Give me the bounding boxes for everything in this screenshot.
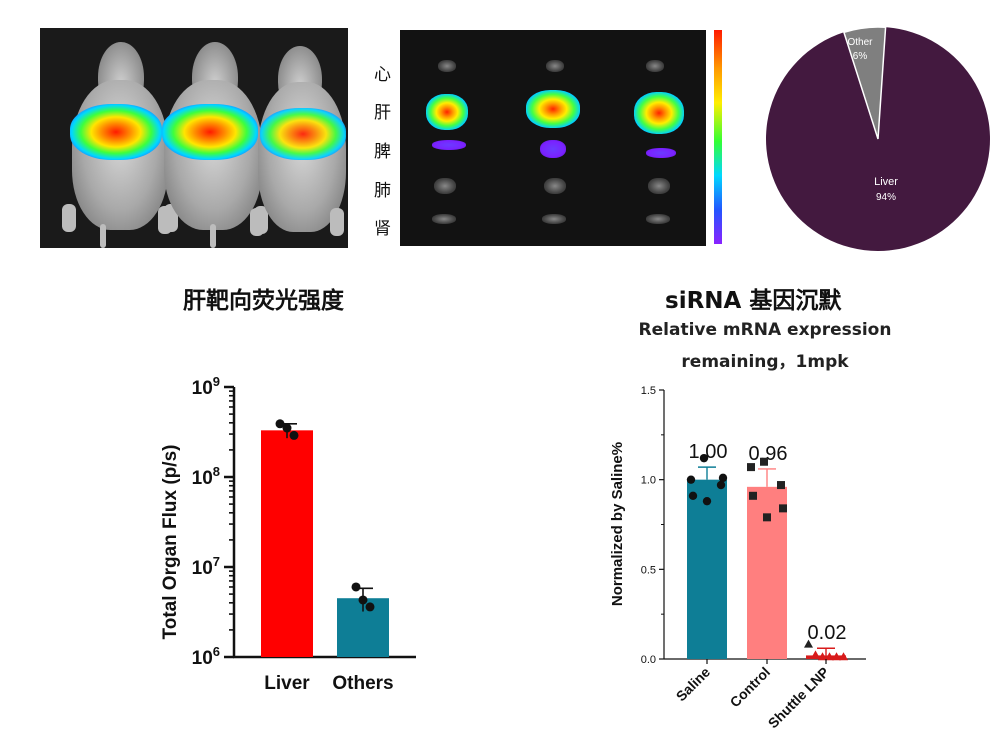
pie-pct-other: 6% (853, 51, 868, 62)
pie-pct-liver: 94% (876, 192, 896, 203)
liver-tissue (426, 94, 468, 130)
mrna-x-tick-label: Saline (673, 664, 714, 705)
liver-tissue (526, 90, 580, 128)
mouse-leg (250, 208, 264, 236)
spleen-tissue (432, 140, 466, 150)
silencing-subtitle-line1: Relative mRNA expression (638, 320, 892, 340)
mrna-data-point (825, 652, 834, 661)
liver-tissue (634, 92, 684, 134)
kidney-tissue (646, 214, 670, 224)
lung-tissue (434, 178, 456, 194)
mrna-value-label: 0.96 (749, 443, 788, 465)
organ-label-kidney: 肾 (374, 219, 391, 239)
mrna-y-tick-label: 0.5 (641, 564, 656, 576)
flux-y-tick-label: 106 (192, 644, 220, 669)
pie-label-liver: Liver (874, 176, 898, 188)
intensity-colorbar (714, 30, 722, 244)
mouse-leg (330, 208, 344, 236)
mouse-leg (62, 204, 76, 232)
flux-y-tick-label: 107 (192, 554, 220, 579)
flux-xlabel-others: Others (332, 673, 393, 694)
mouse-tail (100, 224, 106, 248)
mrna-data-point (702, 496, 712, 506)
flux-data-point (275, 419, 285, 429)
flux-ylabel: Total Organ Flux (p/s) (160, 445, 181, 640)
silencing-subtitle-line2: remaining，1mpk (681, 352, 849, 372)
organ-imaging-panel (400, 30, 706, 246)
mouse-leg (158, 206, 172, 234)
lung-tissue (648, 178, 670, 194)
mrna-ylabel: Normalized by Saline% (609, 442, 626, 606)
flux-data-point (358, 595, 368, 605)
pie-label-other: Other (847, 37, 873, 48)
mrna-data-point (686, 475, 696, 484)
liver-signal (162, 104, 258, 160)
pie-slice-other (842, 26, 887, 140)
kidney-tissue (432, 214, 456, 224)
mrna-y-tick-label: 1.0 (641, 475, 656, 487)
silencing-chart-title: siRNA 基因沉默 (665, 288, 842, 314)
mrna-data-point (699, 453, 709, 463)
mrna-bar-saline (687, 479, 727, 659)
flux-bar-chart: 106 107 108 109 Total Organ Flux (p/s) Live… (160, 374, 416, 694)
mrna-data-point (718, 473, 728, 483)
flux-data-point (282, 423, 292, 433)
heart-tissue (546, 60, 564, 72)
spleen-tissue (540, 140, 566, 158)
mrna-x-tick-label: Control (727, 664, 774, 711)
mrna-data-point (779, 504, 787, 513)
mrna-data-point (811, 650, 820, 659)
mrna-value-label: 0.02 (808, 622, 847, 644)
mrna-x-tick-label: Shuttle LNP (765, 664, 832, 731)
mouse-imaging-panel (40, 28, 348, 248)
mrna-data-point (804, 639, 813, 648)
mrna-data-point (818, 652, 827, 661)
flux-xlabel-liver: Liver (264, 673, 310, 694)
distribution-pie-chart: Other 6% Liver 94% (766, 26, 990, 252)
mrna-data-point (760, 457, 768, 466)
organ-label-lung: 肺 (374, 181, 391, 201)
mrna-data-point (777, 481, 785, 490)
mrna-y-tick-label: 1.5 (641, 385, 656, 397)
mrna-value-label: 1.00 (689, 441, 728, 463)
mrna-data-point (839, 652, 848, 661)
flux-data-point (365, 602, 375, 612)
mrna-data-point (716, 480, 726, 490)
mrna-bar-control (747, 486, 787, 659)
mrna-bar-shuttle-lnp (806, 655, 846, 659)
flux-data-point (289, 430, 299, 440)
liver-signal (70, 104, 162, 160)
flux-y-tick-label: 109 (192, 374, 220, 399)
mrna-data-point (832, 652, 841, 661)
mrna-data-point (763, 513, 771, 522)
organ-label-liver: 肝 (374, 103, 391, 123)
flux-chart-title: 肝靶向荧光强度 (183, 288, 344, 314)
mrna-data-point (747, 463, 755, 472)
organ-label-heart: 心 (374, 65, 391, 85)
heart-tissue (646, 60, 664, 72)
flux-y-tick-label: 108 (192, 464, 220, 489)
flux-data-point (351, 582, 361, 592)
mrna-data-point (749, 491, 757, 500)
spleen-tissue (646, 148, 676, 158)
mouse-tail (210, 224, 216, 248)
liver-signal (260, 108, 346, 160)
lung-tissue (544, 178, 566, 194)
flux-bar-liver (261, 430, 313, 657)
kidney-tissue (542, 214, 566, 224)
mrna-y-tick-label: 0.0 (641, 654, 656, 666)
mrna-data-point (688, 491, 698, 501)
heart-tissue (438, 60, 456, 72)
organ-label-spleen: 脾 (374, 142, 391, 162)
